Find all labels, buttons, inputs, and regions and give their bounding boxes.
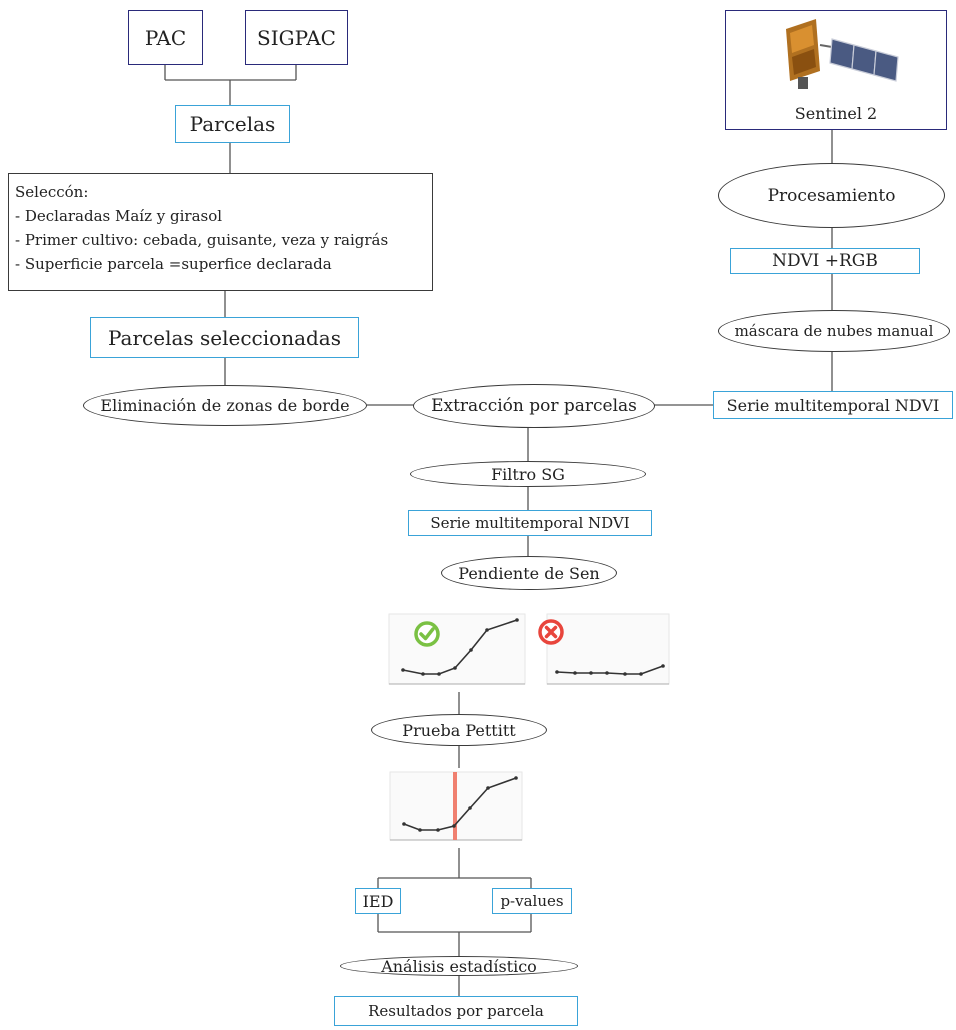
eliminacion-ellipse: Eliminación de zonas de borde bbox=[83, 385, 367, 426]
pettitt-label: Prueba Pettitt bbox=[402, 720, 516, 740]
parcelas-label: Parcelas bbox=[189, 112, 276, 136]
pvalues-box: p-values bbox=[492, 888, 572, 914]
parcelas-seleccionadas-label: Parcelas seleccionadas bbox=[108, 325, 341, 350]
extraccion-ellipse: Extracción por parcelas bbox=[413, 384, 655, 428]
extraccion-label: Extracción por parcelas bbox=[431, 396, 637, 416]
filtro-label: Filtro SG bbox=[491, 464, 565, 484]
pvalues-label: p-values bbox=[500, 892, 564, 910]
seleccion-box: Seleccón: - Declaradas Maíz y girasol - … bbox=[8, 173, 433, 291]
seleccion-title: Seleccón: bbox=[15, 183, 89, 201]
filtro-ellipse: Filtro SG bbox=[410, 461, 646, 487]
ied-label: IED bbox=[362, 891, 394, 911]
pettitt-change-point-plot bbox=[376, 768, 524, 848]
serie-center-box: Serie multitemporal NDVI bbox=[408, 510, 652, 536]
ndvi-rgb-label: NDVI +RGB bbox=[772, 251, 878, 271]
serie-right-label: Serie multitemporal NDVI bbox=[726, 395, 940, 415]
x-circle-icon bbox=[538, 619, 564, 645]
resultados-label: Resultados por parcela bbox=[368, 1002, 544, 1020]
serie-center-label: Serie multitemporal NDVI bbox=[430, 514, 630, 532]
analisis-ellipse: Análisis estadístico bbox=[340, 956, 578, 976]
analisis-label: Análisis estadístico bbox=[381, 956, 537, 976]
pendiente-ellipse: Pendiente de Sen bbox=[441, 556, 617, 590]
pac-box: PAC bbox=[128, 10, 203, 65]
seleccion-item: - Primer cultivo: cebada, guisante, veza… bbox=[15, 231, 389, 249]
check-circle-icon bbox=[414, 621, 440, 647]
pettitt-ellipse: Prueba Pettitt bbox=[371, 714, 547, 746]
eliminacion-label: Eliminación de zonas de borde bbox=[100, 396, 350, 415]
procesamiento-label: Procesamiento bbox=[767, 185, 896, 206]
trend-accepted-plot bbox=[375, 610, 527, 692]
sigpac-box: SIGPAC bbox=[245, 10, 348, 65]
parcelas-seleccionadas-box: Parcelas seleccionadas bbox=[90, 317, 359, 358]
pendiente-label: Pendiente de Sen bbox=[458, 563, 600, 583]
trend-rejected-plot bbox=[535, 610, 671, 692]
sentinel-box: Sentinel 2 bbox=[725, 10, 947, 130]
parcelas-box: Parcelas bbox=[175, 105, 290, 143]
resultados-box: Resultados por parcela bbox=[334, 996, 578, 1026]
procesamiento-ellipse: Procesamiento bbox=[718, 163, 945, 228]
sigpac-label: SIGPAC bbox=[257, 25, 336, 50]
seleccion-item: - Declaradas Maíz y girasol bbox=[15, 207, 223, 225]
mascara-ellipse: máscara de nubes manual bbox=[718, 310, 950, 352]
pac-label: PAC bbox=[144, 25, 187, 50]
sentinel-label: Sentinel 2 bbox=[794, 104, 878, 123]
ndvi-rgb-box: NDVI +RGB bbox=[730, 248, 920, 274]
satellite-icon bbox=[786, 19, 899, 89]
seleccion-item: - Superficie parcela =superfice declarad… bbox=[15, 255, 332, 273]
ied-box: IED bbox=[355, 888, 401, 914]
serie-right-box: Serie multitemporal NDVI bbox=[713, 391, 953, 419]
mascara-label: máscara de nubes manual bbox=[734, 322, 934, 340]
